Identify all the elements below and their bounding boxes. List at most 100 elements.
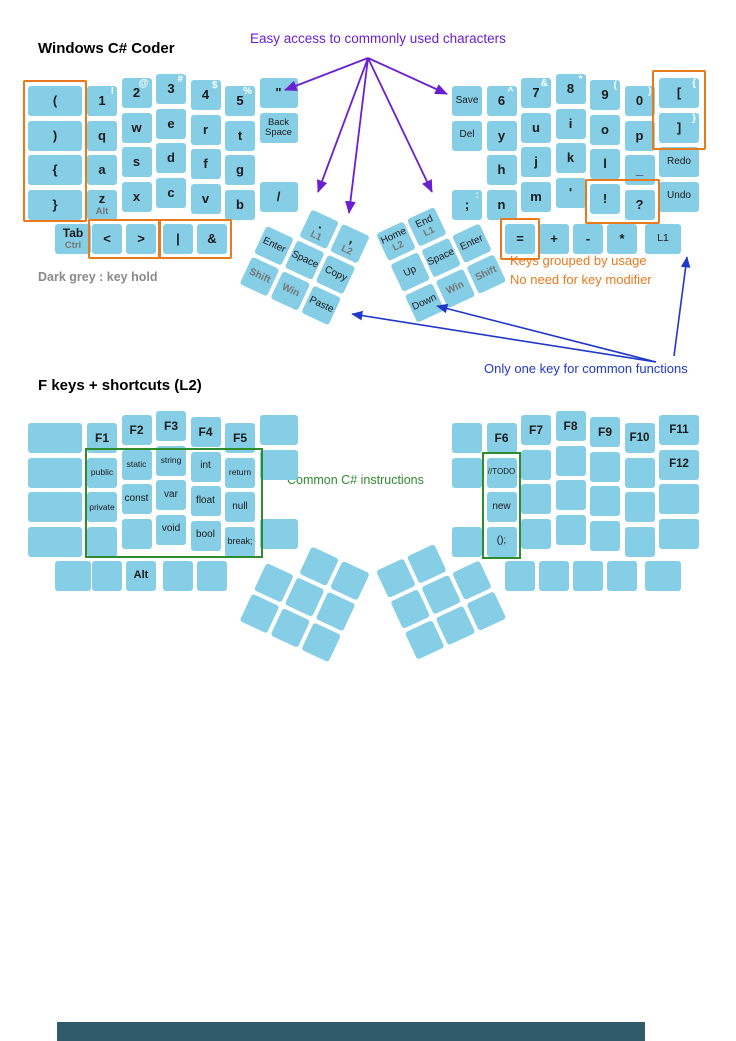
key-label: F7 bbox=[528, 422, 543, 437]
key-label: Redo bbox=[667, 155, 691, 167]
key-label: ! bbox=[602, 190, 608, 206]
key-label: y bbox=[497, 127, 506, 143]
key-new: new bbox=[486, 492, 517, 522]
key-blank bbox=[55, 561, 91, 591]
key-label: o bbox=[601, 121, 609, 137]
key-l: l bbox=[590, 149, 620, 179]
key-label: 8 bbox=[566, 81, 575, 97]
key-blank bbox=[624, 492, 655, 522]
key-blank bbox=[452, 423, 482, 453]
key-blank bbox=[466, 591, 507, 632]
key-label: F8 bbox=[563, 418, 578, 433]
key-blank bbox=[28, 492, 82, 522]
key-q: q bbox=[87, 120, 117, 151]
key-label: x bbox=[132, 188, 141, 204]
key-o: o bbox=[590, 114, 620, 145]
key-label: [ bbox=[676, 85, 682, 101]
key-label: 7 bbox=[532, 85, 540, 101]
key-shift-label: @ bbox=[138, 78, 149, 89]
key-label: 5 bbox=[236, 93, 244, 109]
key-7: &7 bbox=[521, 78, 551, 108]
key-label: 6 bbox=[497, 93, 506, 109]
key-f8: F8 bbox=[555, 411, 586, 441]
key-label: float bbox=[196, 494, 215, 506]
key-label: r bbox=[202, 121, 209, 137]
key-label: F10 bbox=[629, 431, 650, 444]
csharp-instructions-note: Common C# instructions bbox=[287, 473, 424, 487]
key-l1: L1 bbox=[645, 224, 681, 254]
key-static: static bbox=[121, 449, 152, 480]
key-label: e bbox=[167, 115, 175, 131]
key-f4: F4 bbox=[190, 417, 221, 447]
key-hold-label: L2 bbox=[390, 238, 406, 254]
key-label: ? bbox=[635, 196, 644, 212]
key-f: f bbox=[190, 149, 221, 179]
key-k: k bbox=[555, 143, 586, 173]
key-3: #3 bbox=[156, 74, 186, 104]
key-label: F9 bbox=[597, 424, 612, 439]
easy-access-annotation: Easy access to commonly used characters bbox=[250, 31, 506, 46]
key-label: w bbox=[131, 119, 142, 135]
key-hold-label: L1 bbox=[421, 224, 437, 240]
key-void: void bbox=[156, 514, 186, 545]
key-5: %5 bbox=[225, 86, 255, 116]
key-label: z bbox=[98, 191, 106, 207]
key-label: v bbox=[201, 190, 210, 206]
key-label: F6 bbox=[494, 430, 509, 445]
key-label: private bbox=[89, 501, 115, 512]
highlight-csharp-left bbox=[85, 448, 263, 558]
key-shift-label: { bbox=[692, 78, 696, 89]
key-label: return bbox=[228, 467, 252, 478]
key-label: t bbox=[237, 127, 243, 143]
key-symbol: :; bbox=[452, 189, 482, 220]
key-label: F4 bbox=[198, 424, 213, 439]
highlight-pipe-ampersand bbox=[158, 219, 232, 259]
key-b: b bbox=[225, 189, 255, 220]
key-g: g bbox=[225, 155, 255, 185]
key-a: a bbox=[87, 155, 117, 185]
key-int: int bbox=[190, 451, 221, 482]
key-var: var bbox=[156, 480, 186, 510]
key-label: public bbox=[90, 467, 114, 478]
key-label: 3 bbox=[167, 81, 175, 97]
key-shift-label: ) bbox=[648, 86, 652, 97]
key-symbol: * bbox=[607, 224, 637, 254]
key-symbol: / bbox=[259, 181, 298, 212]
key-label: d bbox=[167, 150, 175, 166]
key-blank bbox=[645, 561, 681, 591]
key-shift-label: % bbox=[243, 86, 252, 97]
key-label: //TODO bbox=[487, 467, 516, 477]
key-label: 4 bbox=[201, 87, 210, 103]
key-label: i bbox=[568, 115, 573, 131]
key-blank bbox=[624, 526, 655, 557]
key-j: j bbox=[521, 147, 551, 177]
key-label: Copy bbox=[322, 263, 349, 284]
layer1-title: Windows C# Coder bbox=[38, 40, 175, 57]
key-f2: F2 bbox=[121, 415, 152, 445]
key-blank bbox=[121, 518, 152, 549]
key-f10: F10 bbox=[624, 423, 655, 453]
key-blank bbox=[659, 484, 699, 514]
key-shift-label: $ bbox=[211, 80, 218, 91]
key-9: (9 bbox=[590, 80, 620, 110]
one-key-note: Only one key for common functions bbox=[484, 361, 688, 376]
key-blank bbox=[259, 415, 298, 445]
key-blank bbox=[92, 561, 122, 591]
key-label: c bbox=[167, 184, 175, 200]
key-blank bbox=[28, 457, 82, 488]
key-blank bbox=[301, 622, 342, 663]
key-label: k bbox=[566, 150, 575, 166]
key-8: *8 bbox=[555, 74, 586, 104]
key-label: f bbox=[203, 156, 208, 172]
key-label: Win bbox=[280, 281, 302, 300]
key-blank bbox=[28, 526, 82, 557]
key-shift-label: ( bbox=[613, 80, 617, 91]
highlight-csharp-right bbox=[482, 452, 521, 559]
key-blank bbox=[452, 526, 482, 557]
key-label: Tab bbox=[62, 226, 84, 241]
key-label: int bbox=[200, 460, 211, 472]
key-public: public bbox=[87, 457, 117, 488]
key-f12: F12 bbox=[659, 449, 699, 480]
